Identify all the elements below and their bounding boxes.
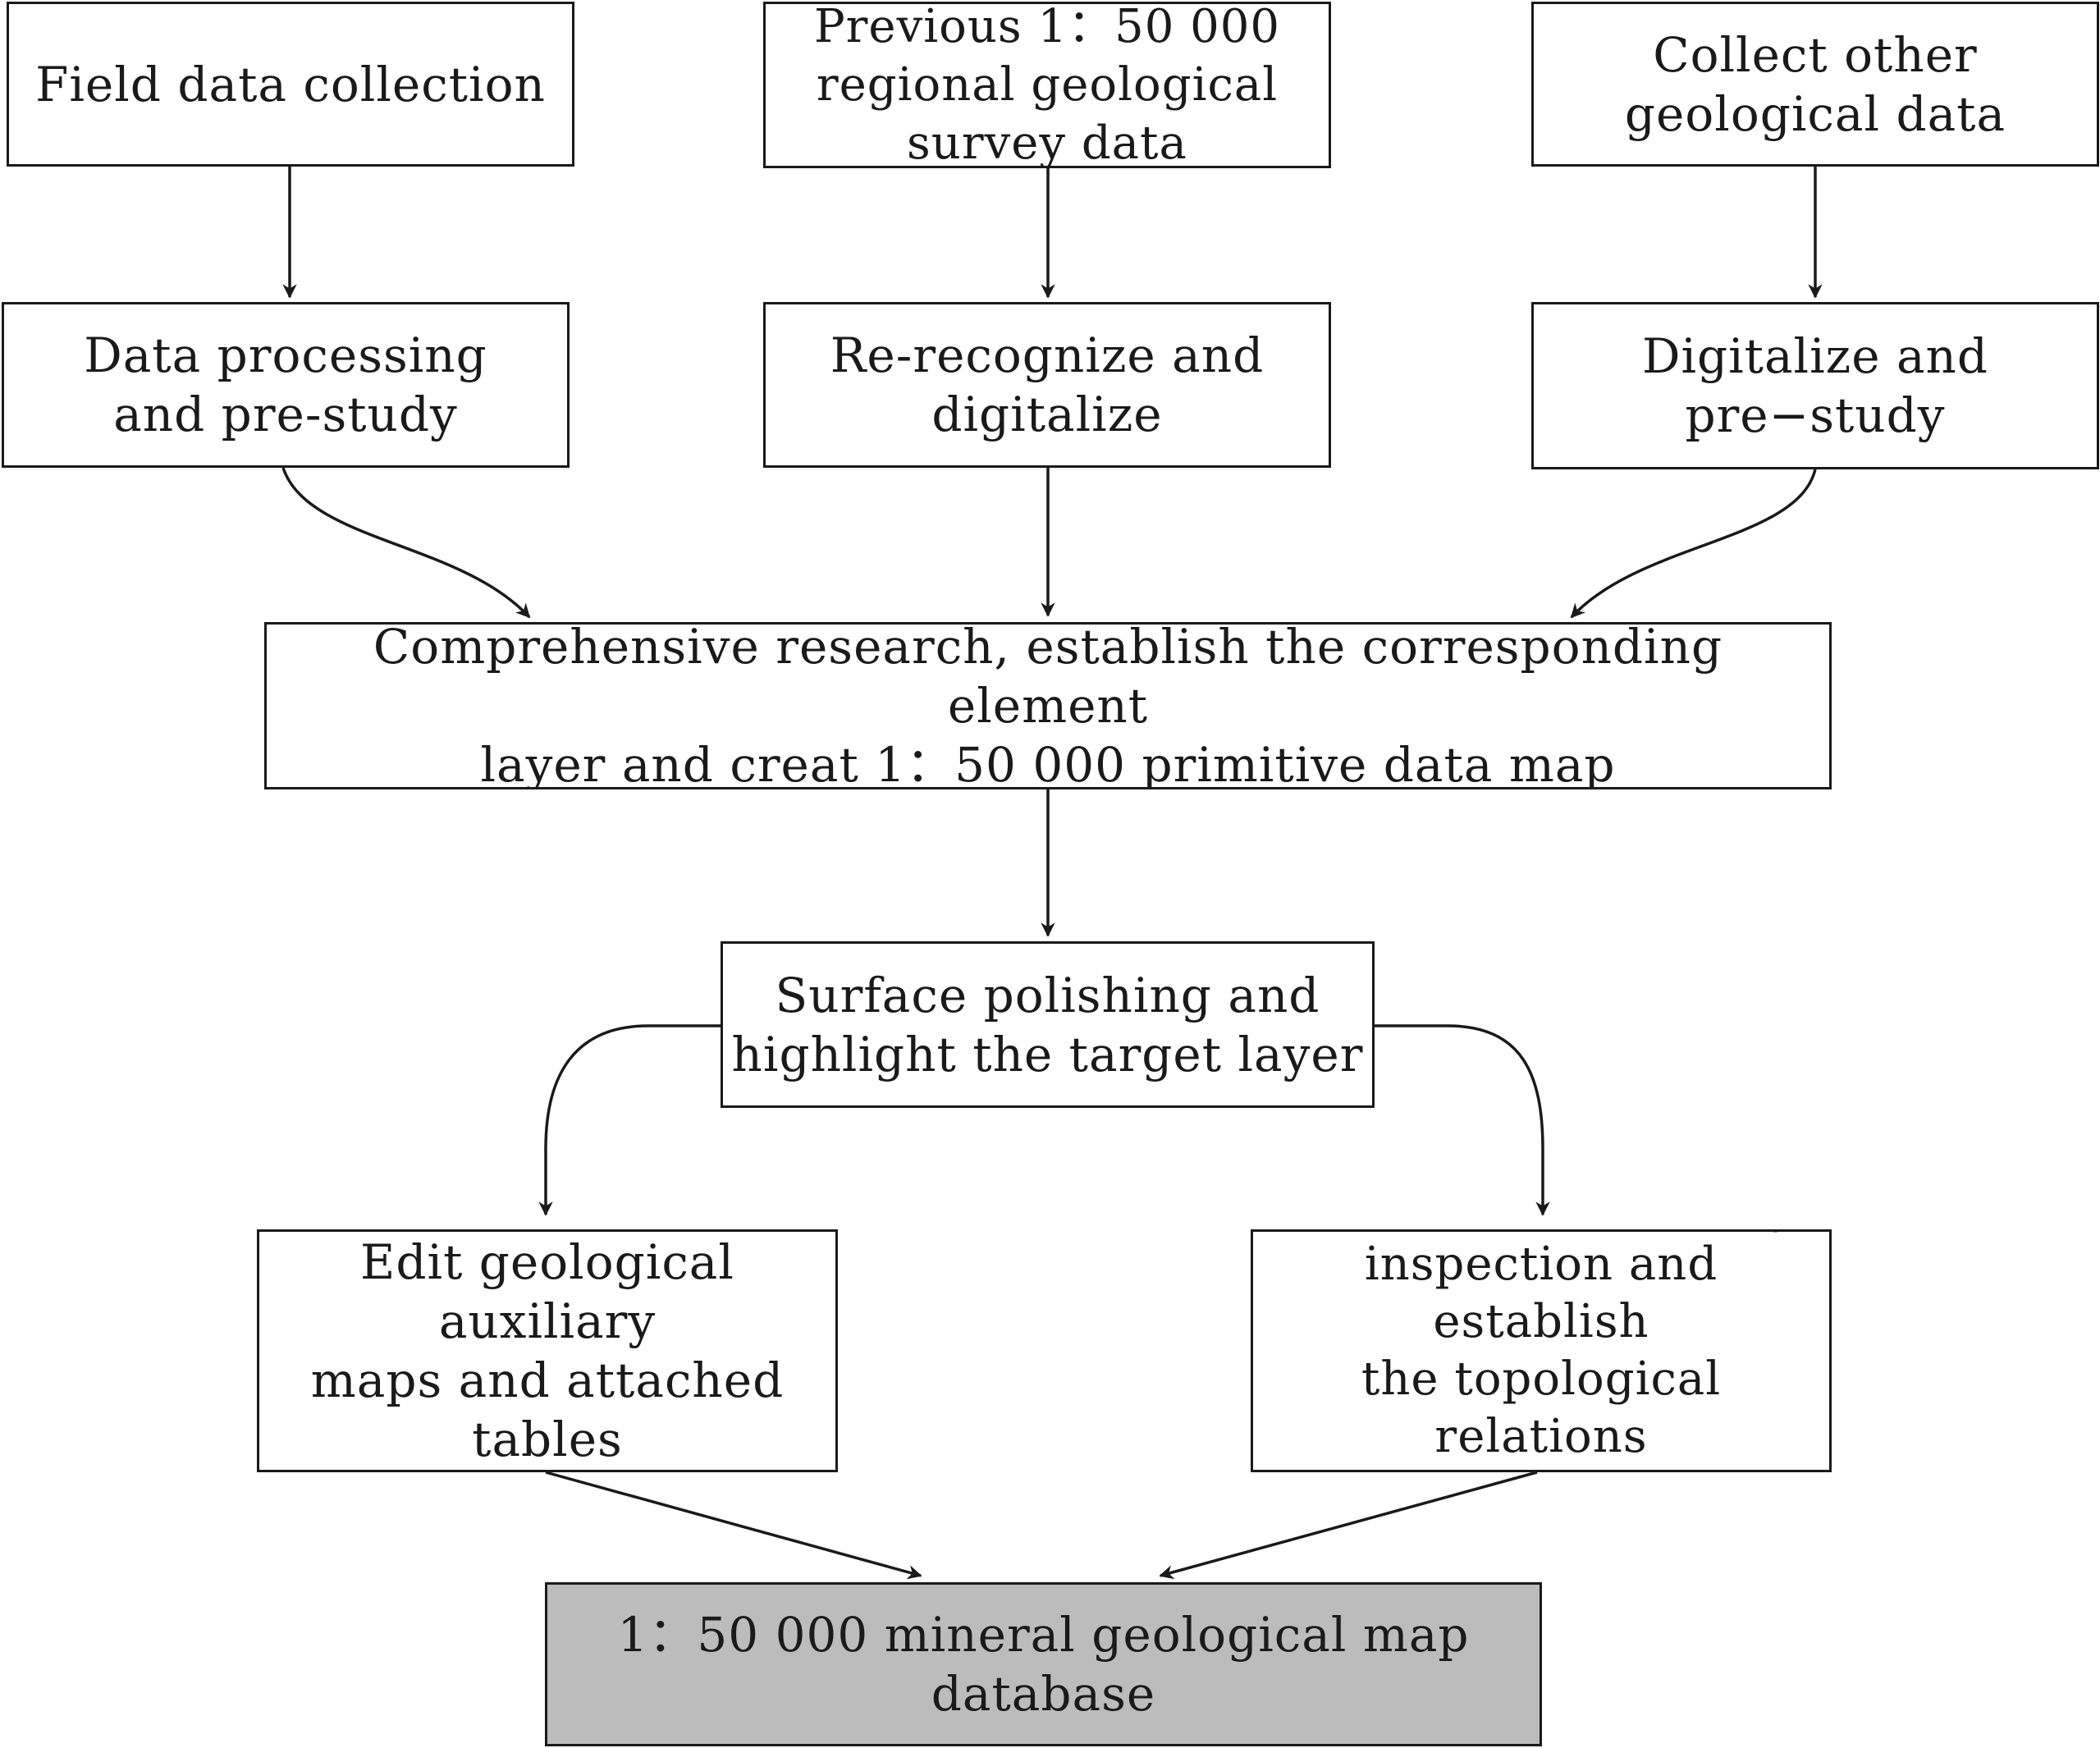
digitalize-prestudy-label: Digitalize and pre−study bbox=[1641, 328, 1989, 443]
arrow-digitalize-to-research bbox=[1570, 469, 1817, 619]
re-recognize-label: Re-recognize and digitalize bbox=[830, 327, 1265, 442]
field-data-collection-box: Field data collection bbox=[7, 2, 574, 167]
arrow-edit-to-database bbox=[545, 1471, 922, 1580]
comprehensive-research-box: Comprehensive research, establish the co… bbox=[264, 622, 1832, 789]
re-recognize-box: Re-recognize and digitalize bbox=[763, 302, 1331, 468]
data-processing-box: Data processing and pre-study bbox=[2, 302, 570, 468]
surface-polishing-label: Surface polishing and highlight the targ… bbox=[731, 967, 1364, 1082]
previous-survey-data-box: Previous 1：50 000 regional geological su… bbox=[763, 2, 1331, 168]
geological-map-database-box: 1：50 000 mineral geological map database bbox=[545, 1582, 1542, 1746]
arrow-polishing-to-edit bbox=[538, 1024, 721, 1216]
digitalize-prestudy-box: Digitalize and pre−study bbox=[1531, 302, 2099, 469]
geological-map-database-label: 1：50 000 mineral geological map database bbox=[617, 1607, 1470, 1722]
edit-auxiliary-maps-box: Edit geological auxiliary maps and attac… bbox=[257, 1229, 838, 1472]
comprehensive-study-box: Comprehensive study, inspection and esta… bbox=[1251, 1229, 1832, 1472]
collect-other-data-label: Collect other geological data bbox=[1624, 26, 2006, 142]
arrow-polishing-to-study bbox=[1375, 1024, 1550, 1216]
collect-other-data-box: Collect other geological data bbox=[1531, 2, 2099, 167]
comprehensive-study-label: Comprehensive study, inspection and esta… bbox=[1276, 1232, 1805, 1470]
data-processing-label: Data processing and pre-study bbox=[84, 327, 487, 442]
arrow-study-to-database bbox=[1159, 1471, 1538, 1580]
surface-polishing-box: Surface polishing and highlight the targ… bbox=[721, 941, 1375, 1108]
edit-auxiliary-maps-label: Edit geological auxiliary maps and attac… bbox=[310, 1234, 785, 1467]
field-data-collection-label: Field data collection bbox=[35, 56, 546, 112]
previous-survey-data-label: Previous 1：50 000 regional geological su… bbox=[813, 2, 1281, 168]
comprehensive-research-label: Comprehensive research, establish the co… bbox=[373, 622, 1723, 789]
arrow-processing-to-research bbox=[281, 467, 531, 619]
